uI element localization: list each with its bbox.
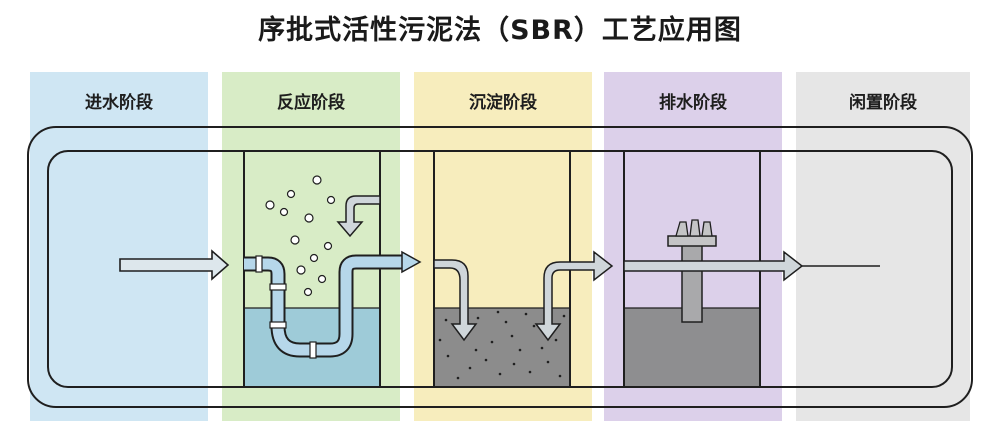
decanter-weir-teeth xyxy=(675,219,713,237)
stage-draw-label: 排水阶段 xyxy=(659,93,727,113)
diagram-title: 序批式活性污泥法（SBR）工艺应用图 xyxy=(258,15,742,46)
settle-outflow-arrow xyxy=(534,250,614,342)
aeration-bubbles xyxy=(265,175,336,297)
react-outflow-arrowhead xyxy=(401,250,422,274)
decanter-head xyxy=(667,235,717,247)
settle-down-arrow-left xyxy=(433,259,478,342)
cycle-loop-inner xyxy=(47,150,953,388)
pipe-joints xyxy=(255,255,317,359)
stage-fill-background xyxy=(30,72,208,421)
decanter-stem xyxy=(681,243,703,323)
stage-settle-label: 沉淀阶段 xyxy=(469,93,537,113)
fill-inflow-arrow xyxy=(119,249,230,281)
stage-idle-background xyxy=(796,72,970,421)
react-return-arrow xyxy=(336,195,381,238)
draw-outflow-arrow xyxy=(623,250,804,282)
stage-idle-label: 闲置阶段 xyxy=(849,93,917,113)
stage-fill-label: 进水阶段 xyxy=(85,93,153,113)
settle-sludge-particles xyxy=(438,310,566,380)
stage-react-label: 反应阶段 xyxy=(277,93,345,113)
cycle-loop-outer xyxy=(27,126,973,408)
